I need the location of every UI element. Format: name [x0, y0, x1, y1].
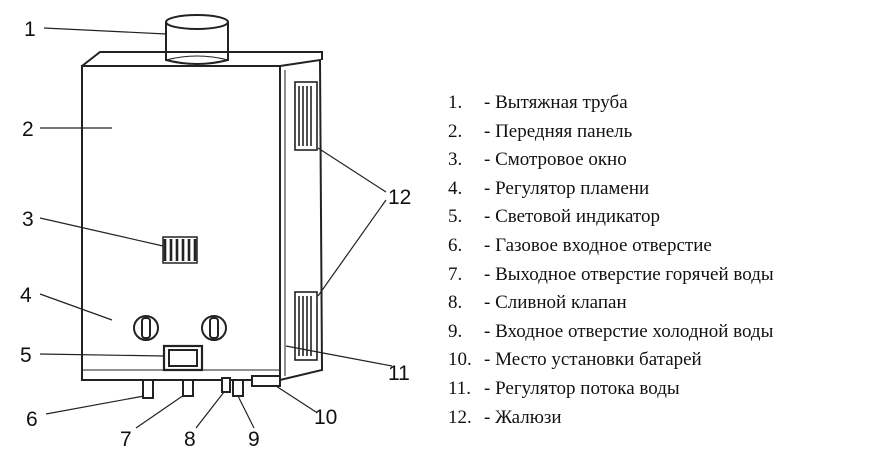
legend-number: 8.	[448, 292, 463, 314]
legend-item: 5. - Световой индикатор	[448, 203, 774, 232]
callout-10: 10	[314, 406, 337, 429]
legend-text: - Место установки батарей	[484, 349, 702, 371]
legend-number: 7.	[448, 263, 463, 285]
legend-item: 6. - Газовое входное отверстие	[448, 232, 774, 261]
louvers-top	[294, 81, 318, 151]
viewing-window	[163, 239, 197, 261]
parts-legend: 1. - Вытяжная труба 2. - Передняя панель 3…	[448, 89, 774, 432]
callout-9: 9	[248, 428, 260, 451]
legend-item: 10. - Место установки батарей	[448, 346, 774, 375]
legend-text: - Регулятор пламени	[484, 177, 650, 199]
legend-number: 4.	[448, 177, 463, 199]
light-indicator	[162, 344, 204, 372]
legend-number: 1.	[448, 92, 463, 113]
exhaust-pipe	[165, 14, 229, 65]
water-flow-knob	[201, 315, 227, 341]
viewing-window-frame	[162, 236, 198, 264]
legend-item: 2. - Передняя панель	[448, 118, 774, 147]
callout-3: 3	[22, 208, 34, 231]
callout-2: 2	[22, 118, 34, 141]
callout-4: 4	[20, 284, 32, 307]
legend-text: - Световой индикатор	[484, 206, 660, 228]
legend-number: 12.	[448, 406, 472, 428]
legend-text: - Выходное отверстие горячей воды	[484, 263, 774, 285]
legend-number: 2.	[448, 120, 463, 142]
legend-text: - Вытяжная труба	[484, 92, 628, 113]
legend-item: 1. - Вытяжная труба	[448, 89, 774, 118]
callout-12: 12	[388, 186, 411, 209]
legend-text: - Передняя панель	[484, 120, 633, 142]
legend-text: - Регулятор потока воды	[484, 377, 680, 399]
drain-valve	[221, 377, 231, 393]
callout-7: 7	[120, 428, 132, 451]
louvers-bottom	[294, 291, 318, 361]
water-heater-diagram: 1 2 3 4 5 6 7 8 9 10 11 12	[20, 14, 411, 451]
callout-8: 8	[184, 428, 196, 451]
legend-number: 5.	[448, 206, 463, 228]
legend-item: 7. - Выходное отверстие горячей воды	[448, 261, 774, 290]
legend-item: 12. - Жалюзи	[448, 404, 774, 433]
callout-11: 11	[388, 362, 410, 385]
legend-text: - Сливной клапан	[484, 292, 627, 314]
heater-housing	[81, 51, 324, 381]
battery-compartment	[251, 375, 281, 387]
callout-5: 5	[20, 344, 32, 367]
legend-number: 3.	[448, 149, 463, 171]
legend-number: 9.	[448, 320, 463, 342]
cold-water-inlet	[232, 379, 244, 397]
legend-number: 10.	[448, 349, 472, 371]
legend-item: 11. - Регулятор потока воды	[448, 375, 774, 404]
legend-item: 9. - Входное отверстие холодной воды	[448, 318, 774, 347]
flame-regulator-knob	[133, 315, 159, 341]
legend-text: - Входное отверстие холодной воды	[484, 320, 774, 342]
legend-number: 11.	[448, 377, 472, 399]
callout-6: 6	[26, 408, 38, 431]
leader-lines	[39, 27, 393, 429]
legend-item: 3. - Смотровое окно	[448, 146, 774, 175]
legend-text: - Жалюзи	[484, 406, 562, 428]
hot-water-outlet	[182, 379, 194, 397]
legend-text: - Смотровое окно	[484, 149, 627, 171]
legend-number: 6.	[448, 234, 463, 256]
legend-item: 8. - Сливной клапан	[448, 289, 774, 318]
legend-text: - Газовое входное отверстие	[484, 234, 712, 256]
callout-1: 1	[24, 18, 36, 41]
legend-item: 4. - Регулятор пламени	[448, 175, 774, 204]
gas-inlet	[142, 379, 154, 399]
